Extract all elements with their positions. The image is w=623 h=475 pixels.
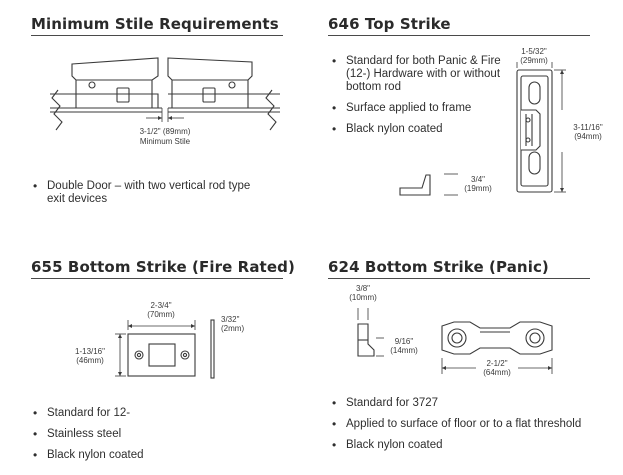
fire-strike-bullet: Standard for 12- bbox=[31, 407, 271, 420]
top-strike-depth-mm: (19mm) bbox=[464, 184, 492, 193]
panic-strike-len-mm: (64mm) bbox=[483, 368, 511, 377]
fire-strike-thick-mm: (2mm) bbox=[221, 324, 244, 333]
top-strike-bullet: Standard for both Panic & Fire (12-) Har… bbox=[330, 55, 516, 94]
fire-strike-height-in: 1-13/16" bbox=[75, 347, 105, 356]
stile-dim-line1: 3-1/2" (89mm) bbox=[140, 127, 191, 136]
top-strike-diagram: 1-5/32" (29mm) 3-11/16" (94mm) 3/4" (19m… bbox=[399, 47, 603, 196]
panic-strike-title-rule bbox=[328, 278, 590, 279]
fire-strike-width-in: 2-3/4" bbox=[150, 301, 171, 310]
panic-strike-top-in: 3/8" bbox=[356, 284, 370, 293]
fire-strike-height-mm: (46mm) bbox=[76, 356, 104, 365]
panic-strike-bullet: Applied to surface of floor or to a flat… bbox=[330, 418, 590, 431]
fire-strike-bullet: Stainless steel bbox=[31, 428, 271, 441]
panic-strike-bullet: Standard for 3727 bbox=[330, 397, 590, 410]
top-strike-width-mm: (29mm) bbox=[520, 56, 548, 65]
top-strike-title: 646 Top Strike bbox=[328, 15, 451, 33]
panic-strike-len-in: 2-1/2" bbox=[486, 359, 507, 368]
fire-strike-title-rule bbox=[31, 278, 283, 279]
stile-bullets: Double Door – with two vertical rod type… bbox=[31, 180, 271, 214]
stile-title: Minimum Stile Requirements bbox=[31, 15, 279, 33]
panic-strike-side-in: 9/16" bbox=[395, 337, 414, 346]
panic-strike-bullets: Standard for 3727 Applied to surface of … bbox=[330, 397, 590, 460]
top-strike-bullets: Standard for both Panic & Fire (12-) Har… bbox=[330, 55, 516, 144]
stile-title-rule bbox=[31, 35, 283, 36]
panic-strike-top-mm: (10mm) bbox=[349, 293, 377, 302]
panic-strike-side-mm: (14mm) bbox=[390, 346, 418, 355]
top-strike-depth-in: 3/4" bbox=[471, 175, 485, 184]
panic-strike-diagram: 3/8" (10mm) 9/16" (14mm) 2-1/2" (64mm) bbox=[349, 284, 553, 377]
fire-strike-width-mm: (70mm) bbox=[147, 310, 175, 319]
fire-strike-bullet: Black nylon coated bbox=[31, 449, 271, 462]
top-strike-bullet: Black nylon coated bbox=[330, 123, 516, 136]
top-strike-height-mm: (94mm) bbox=[574, 132, 602, 141]
stile-diagram: 3-1/2" (89mm) Minimum Stile bbox=[50, 57, 280, 146]
stile-dim-line2: Minimum Stile bbox=[140, 137, 191, 146]
top-strike-title-rule bbox=[328, 35, 590, 36]
fire-strike-title: 655 Bottom Strike (Fire Rated) bbox=[31, 258, 295, 276]
stile-bullet: Double Door – with two vertical rod type… bbox=[31, 180, 271, 206]
top-strike-width-in: 1-5/32" bbox=[521, 47, 547, 56]
top-strike-bullet: Surface applied to frame bbox=[330, 102, 516, 115]
top-strike-height-in: 3-11/16" bbox=[573, 123, 603, 132]
panic-strike-title: 624 Bottom Strike (Panic) bbox=[328, 258, 549, 276]
fire-strike-diagram: 2-3/4" (70mm) 1-13/16" (46mm) 3/32" (2mm… bbox=[75, 301, 244, 379]
panic-strike-bullet: Black nylon coated bbox=[330, 439, 590, 452]
fire-strike-thick-in: 3/32" bbox=[221, 315, 240, 324]
fire-strike-bullets: Standard for 12- Stainless steel Black n… bbox=[31, 407, 271, 470]
